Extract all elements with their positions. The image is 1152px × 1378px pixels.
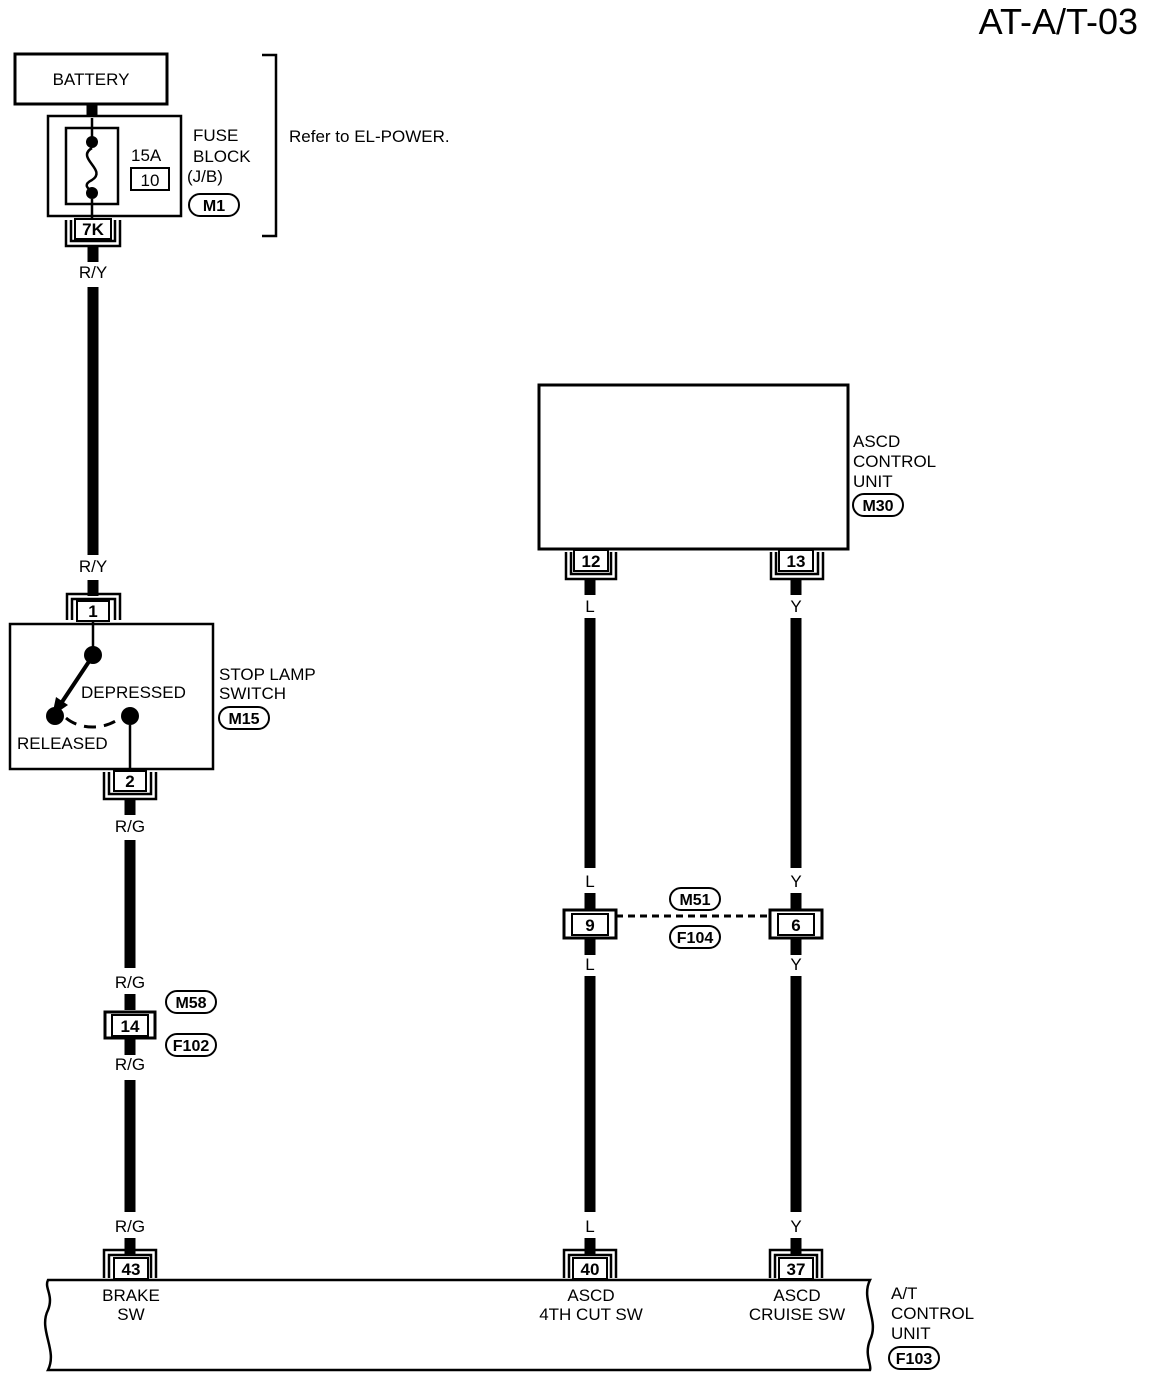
junction-14: 14 (103, 1010, 157, 1040)
stop-lamp-switch: DEPRESSED RELEASED (8, 621, 215, 771)
at-control-unit-box (43, 1278, 875, 1372)
fuse-terminal-bottom (86, 187, 98, 199)
junction-ascd-conn-bottom: F104 (677, 930, 714, 947)
at-pin-43: 43 (122, 1260, 141, 1279)
fuse-connector-id: M1 (203, 198, 225, 215)
wire-color-rg-1: R/G (115, 817, 145, 836)
connector-7k: 7K (64, 218, 122, 248)
ascd-pin-12: 12 (582, 552, 601, 571)
junction-9-pin: 9 (585, 916, 594, 935)
junction-14-conn-bottom: F102 (173, 1038, 210, 1055)
connector-at-37: 37 (768, 1248, 824, 1280)
switch-state-released: RELEASED (17, 734, 108, 753)
wire-color-y-3: Y (790, 955, 801, 974)
switch-state-depressed: DEPRESSED (81, 683, 186, 702)
power-bracket (262, 53, 278, 238)
at-unit-connector-id: F103 (896, 1351, 933, 1368)
stop-lamp-label-1: STOP LAMP (219, 665, 316, 684)
stop-lamp-connector-id: M15 (228, 711, 259, 728)
ascd-unit-label-2: CONTROL (853, 452, 936, 471)
wire-color-l-3: L (585, 955, 594, 974)
at-4th-label-2: 4TH CUT SW (539, 1305, 643, 1324)
at-4th-label-1: ASCD (567, 1286, 614, 1305)
wire-color-y-2: Y (790, 872, 801, 891)
at-cruise-label-2: CRUISE SW (749, 1305, 845, 1324)
junction-ascd-conn-top: M51 (679, 892, 710, 909)
at-unit-label-2: CONTROL (891, 1304, 974, 1323)
stop-lamp-pin-1: 1 (88, 602, 97, 621)
junction-9: 9 (562, 908, 618, 940)
junction-6-pin: 6 (791, 916, 800, 935)
battery: BATTERY (13, 52, 169, 106)
at-unit-label-3: UNIT (891, 1324, 931, 1343)
stop-lamp-label-2: SWITCH (219, 684, 286, 703)
stop-lamp-pin-2: 2 (125, 772, 134, 791)
wire-color-l-1: L (585, 597, 594, 616)
ascd-unit-label-3: UNIT (853, 472, 893, 491)
at-pin-40: 40 (581, 1260, 600, 1279)
fuse-block-label-1: FUSE (193, 126, 238, 145)
fuse-block-label-2: BLOCK (193, 147, 251, 166)
at-brake-label-2: SW (117, 1305, 144, 1324)
connector-stop-lamp-1: 1 (65, 592, 122, 622)
at-brake-label-1: BRAKE (102, 1286, 160, 1305)
connector-at-40: 40 (562, 1248, 618, 1280)
ascd-unit-label-1: ASCD (853, 432, 900, 451)
connector-ascd-12: 12 (564, 549, 618, 581)
ascd-control-unit-box (537, 383, 850, 551)
ascd-pin-13: 13 (787, 552, 806, 571)
at-cruise-label-1: ASCD (773, 1286, 820, 1305)
fuse-terminal-label: 7K (82, 220, 104, 239)
fuse-rating: 15A (131, 146, 162, 165)
wire-color-l-4: L (585, 1217, 594, 1236)
junction-14-conn-top: M58 (175, 995, 206, 1012)
junction-14-pin: 14 (121, 1017, 140, 1036)
wire-color-ry-top: R/Y (79, 263, 107, 282)
fuse-block: 15A 10 (46, 114, 183, 222)
page-title: AT-A/T-03 (979, 1, 1138, 42)
junction-6: 6 (768, 908, 824, 940)
wire-color-ry-bottom: R/Y (79, 557, 107, 576)
wire-color-l-2: L (585, 872, 594, 891)
wire-color-y-4: Y (790, 1217, 801, 1236)
power-note: Refer to EL-POWER. (289, 127, 450, 146)
ascd-unit-connector-id: M30 (862, 498, 893, 515)
fuse-terminal-top (86, 136, 98, 148)
at-unit-label-1: A/T (891, 1284, 917, 1303)
connector-ascd-13: 13 (769, 549, 825, 581)
at-pin-37: 37 (787, 1260, 806, 1279)
wire-color-rg-4: R/G (115, 1217, 145, 1236)
wire-color-rg-3: R/G (115, 1055, 145, 1074)
connector-at-43: 43 (102, 1248, 158, 1280)
battery-label: BATTERY (53, 70, 130, 89)
connector-stop-lamp-2: 2 (102, 770, 158, 801)
fuse-number: 10 (141, 171, 160, 190)
fuse-block-label-3: (J/B) (187, 167, 223, 186)
wire-color-y-1: Y (790, 597, 801, 616)
wire-color-rg-2: R/G (115, 973, 145, 992)
